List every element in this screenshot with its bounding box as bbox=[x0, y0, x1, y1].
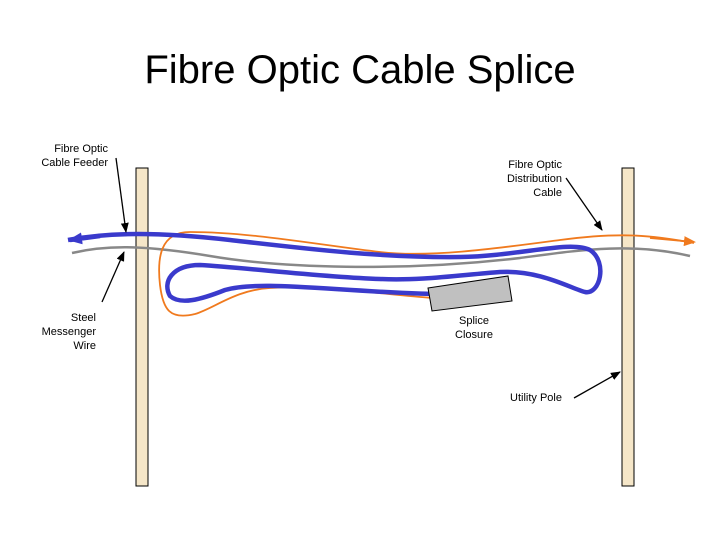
pole-pointer-arrow bbox=[573, 371, 621, 399]
splice-label-line-1: Splice bbox=[459, 315, 489, 327]
distribution-cable bbox=[158, 231, 695, 317]
feeder-pointer-arrow bbox=[115, 157, 129, 233]
distribution-pointer-arrow bbox=[565, 177, 603, 231]
distribution-label-line-2: Distribution bbox=[506, 173, 562, 185]
messenger-pointer-arrow bbox=[101, 251, 125, 303]
steel-messenger-wire bbox=[71, 246, 691, 269]
utility-pole-right bbox=[621, 167, 635, 487]
messenger-label-line-3: Wire bbox=[73, 340, 96, 352]
feeder-cable-arrow bbox=[68, 232, 101, 245]
messenger-label: Steel Messenger Wire bbox=[10, 311, 96, 353]
distribution-label-line-1: Fibre Optic bbox=[508, 159, 562, 171]
utility-pole-left bbox=[135, 167, 149, 487]
messenger-label-line-2: Messenger bbox=[41, 326, 96, 338]
feeder-cable bbox=[67, 231, 603, 303]
utility-pole-label: Utility Pole bbox=[510, 392, 562, 404]
feeder-label-line-1: Fibre Optic bbox=[54, 143, 108, 155]
feeder-label: Fibre Optic Cable Feeder bbox=[20, 142, 108, 170]
messenger-label-line-1: Steel bbox=[70, 312, 96, 324]
splice-closure bbox=[427, 275, 513, 312]
distribution-cable-arrow bbox=[649, 236, 696, 247]
splice-label-line-2: Closure bbox=[455, 329, 493, 341]
feeder-label-line-2: Cable Feeder bbox=[41, 157, 108, 169]
splice-closure-label: Splice Closure bbox=[434, 314, 514, 342]
distribution-label-line-3: Cable bbox=[533, 187, 562, 199]
distribution-label: Fibre Optic Distribution Cable bbox=[470, 158, 562, 200]
diagram-title: Fibre Optic Cable Splice bbox=[144, 48, 576, 92]
